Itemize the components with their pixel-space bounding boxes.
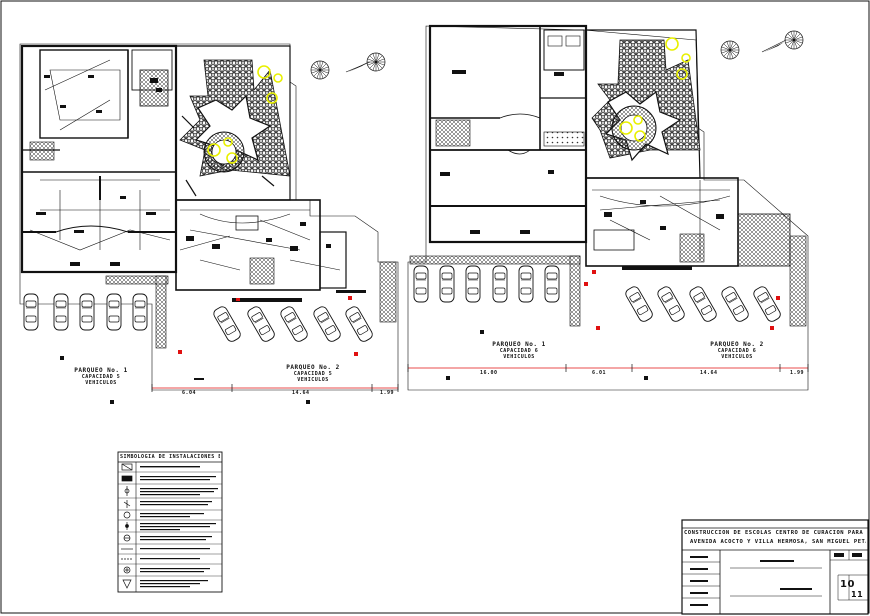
right-parking-1-capacity: CAPACIDAD 6: [499, 348, 539, 354]
title-block: [681, 519, 869, 615]
left-parking-2-unit: VEHICULOS: [297, 377, 329, 383]
left-floor-plan: [19, 43, 399, 404]
left-parking-2-capacity: CAPACIDAD 5: [293, 371, 333, 377]
right-dim-4: 1.99: [790, 370, 805, 376]
left-parking-2-title: PARQUEO No. 2: [286, 364, 340, 371]
sheet-total: 11: [851, 590, 864, 599]
right-dim-2: 6.01: [592, 370, 607, 376]
parking-3-cars: [413, 265, 560, 303]
right-parking-2-capacity: CAPACIDAD 6: [717, 348, 757, 354]
right-parking-1-unit: VEHICULOS: [503, 354, 535, 360]
sheet-number: 10: [840, 579, 855, 590]
right-parking-2-title: PARQUEO No. 2: [710, 341, 764, 348]
right-dim-1: 16.00: [480, 370, 498, 376]
sheet-title-line-2: AVENIDA ACOCTO Y VILLA HERMOSA, SAN MIGU…: [690, 539, 866, 545]
parking-2-cars: [211, 304, 375, 344]
left-dim-3: 1.99: [380, 390, 395, 396]
electrical-legend: [117, 451, 223, 593]
parking-1-cars: [23, 293, 148, 331]
legend-title: SIMBOLOGIA DE INSTALACIONES ELECTRICAS: [120, 454, 220, 460]
left-parking-1-unit: VEHICULOS: [85, 380, 117, 386]
parking-4-cars: [623, 284, 783, 324]
right-dim-3: 14.64: [700, 370, 718, 376]
left-parking-1-capacity: CAPACIDAD 5: [81, 374, 121, 380]
right-floor-plan: [407, 24, 809, 391]
sheet-title-line-1: CONSTRUCCION DE ESCOLAS CENTRO DE CURACI…: [684, 530, 866, 536]
left-dim-2: 14.64: [292, 390, 310, 396]
left-dim-1: 6.04: [182, 390, 197, 396]
right-parking-2-unit: VEHICULOS: [721, 354, 753, 360]
right-parking-1-title: PARQUEO No. 1: [492, 341, 546, 348]
left-parking-1-title: PARQUEO No. 1: [74, 367, 128, 374]
